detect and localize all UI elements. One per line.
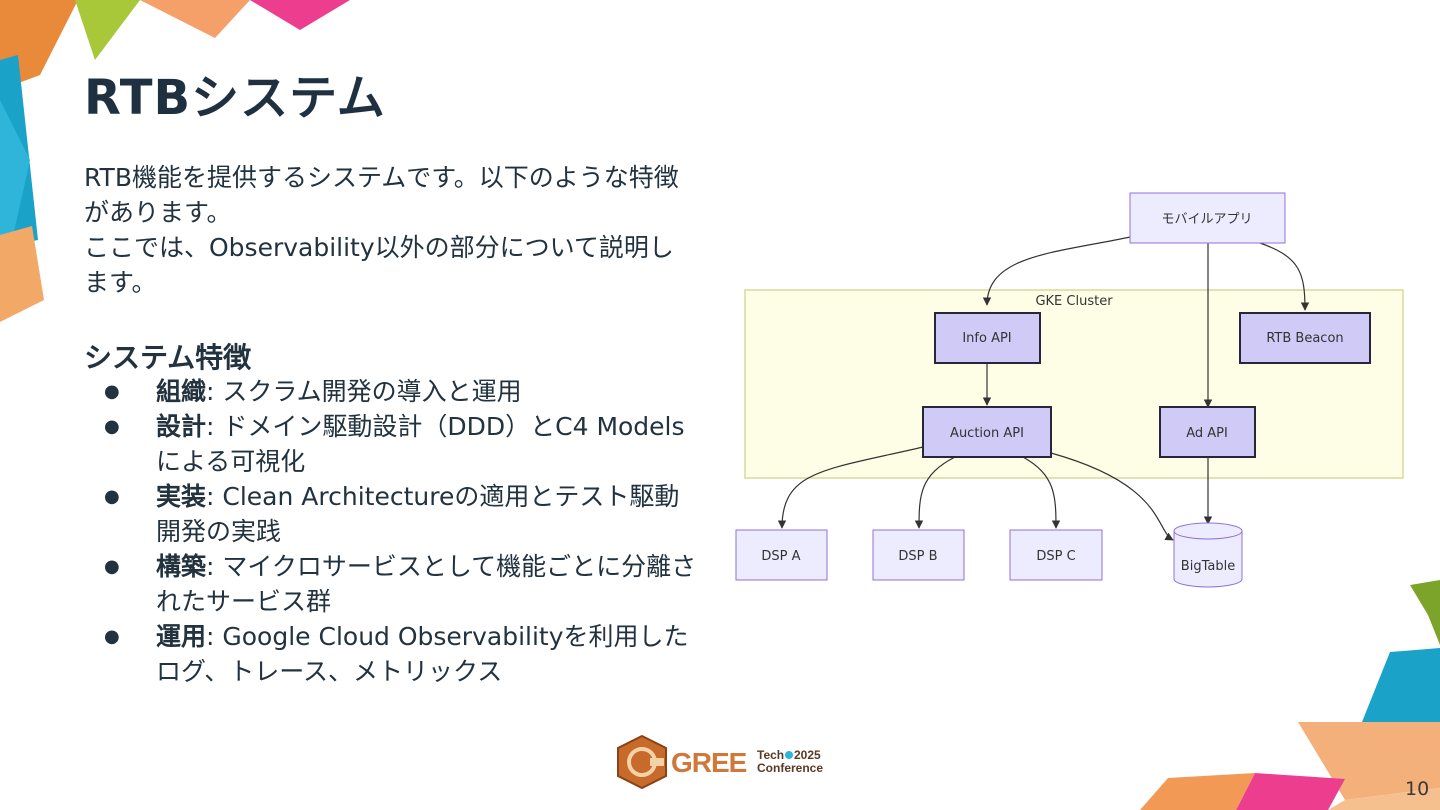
node-label: DSP B bbox=[898, 549, 937, 564]
cluster-label: GKE Cluster bbox=[1035, 294, 1113, 309]
feature-item: ● 運用: Google Cloud Observabilityを利用したログ、ト… bbox=[104, 619, 704, 689]
features-heading: システム特徴 bbox=[84, 341, 252, 374]
feature-desc: : マイクロサービスとして機能ごとに分離されたサービス群 bbox=[156, 552, 697, 616]
logo-conference: Conference bbox=[757, 761, 823, 775]
intro-paragraph: RTB機能を提供するシステムです。以下のような特徴があります。 bbox=[84, 163, 679, 227]
feature-item: ● 実装: Clean Architectureの適用とテスト駆動開発の実践 bbox=[104, 479, 704, 549]
node-label: DSP C bbox=[1036, 549, 1075, 564]
logo-brand: GREE bbox=[671, 747, 747, 778]
feature-term: 組織 bbox=[156, 377, 207, 406]
node-label: Auction API bbox=[950, 426, 1024, 441]
edge-auction-dspc bbox=[1022, 456, 1061, 529]
feature-term: 構築 bbox=[156, 552, 207, 581]
node-dsp-b: DSP B bbox=[872, 529, 965, 581]
gree-tech-conference-logo: GREE Tech 2025 Conference bbox=[617, 734, 823, 790]
node-label: RTB Beacon bbox=[1266, 331, 1343, 346]
feature-term: 運用 bbox=[156, 622, 207, 651]
node-auction-api: Auction API bbox=[922, 406, 1052, 458]
edges bbox=[777, 236, 1310, 541]
slide-title: RTBシステム bbox=[84, 70, 386, 126]
logo-year: 2025 bbox=[794, 748, 821, 762]
node-label: モバイルアプリ bbox=[1161, 212, 1252, 227]
node-dsp-c: DSP C bbox=[1009, 529, 1103, 581]
bullet-icon: ● bbox=[104, 556, 120, 577]
edge-auction-dspa bbox=[777, 446, 924, 529]
bullet-icon: ● bbox=[104, 416, 120, 437]
feature-desc: : Clean Architectureの適用とテスト駆動開発の実践 bbox=[156, 482, 680, 546]
edge-mobile-beacon bbox=[1259, 242, 1310, 311]
node-label: Ad API bbox=[1186, 426, 1228, 441]
node-rtb-beacon: RTB Beacon bbox=[1239, 312, 1371, 364]
node-bigtable: BigTable bbox=[1173, 522, 1243, 588]
node-label: Info API bbox=[962, 331, 1011, 346]
feature-desc: : ドメイン駆動設計（DDD）とC4 Modelsによる可視化 bbox=[156, 412, 685, 476]
feature-term: 実装 bbox=[156, 482, 207, 511]
node-mobile-app: モバイルアプリ bbox=[1129, 192, 1286, 244]
page-number: 10 bbox=[1405, 778, 1430, 800]
edge-auction-dspb bbox=[914, 456, 956, 529]
edge-auction-bigtable bbox=[1050, 452, 1174, 541]
logo-tech: Tech bbox=[757, 748, 784, 762]
edge-mobile-info bbox=[982, 236, 1131, 306]
intro-text: RTB機能を提供するシステムです。以下のような特徴があります。 ここでは、Obs… bbox=[84, 160, 694, 300]
features-list: ● 組織: スクラム開発の導入と運用 ● 設計: ドメイン駆動設計（DDD）とC4 … bbox=[104, 374, 704, 689]
feature-item: ● 設計: ドメイン駆動設計（DDD）とC4 Modelsによる可視化 bbox=[104, 409, 704, 479]
architecture-diagram: GKE Cluster モバイルアプリ Info API RTB Beacon … bbox=[735, 192, 1404, 588]
feature-item: ● 構築: マイクロサービスとして機能ごとに分離されたサービス群 bbox=[104, 549, 704, 619]
bullet-icon: ● bbox=[104, 486, 120, 507]
feature-desc: : スクラム開発の導入と運用 bbox=[206, 377, 522, 406]
feature-term: 設計 bbox=[156, 412, 207, 441]
node-label: DSP A bbox=[761, 549, 800, 564]
feature-desc: : Google Cloud Observabilityを利用したログ、トレース… bbox=[156, 622, 689, 686]
node-dsp-a: DSP A bbox=[735, 529, 828, 581]
node-info-api: Info API bbox=[934, 312, 1041, 364]
bullet-icon: ● bbox=[104, 381, 120, 402]
feature-item: ● 組織: スクラム開発の導入と運用 bbox=[104, 374, 704, 409]
node-label: BigTable bbox=[1181, 559, 1235, 574]
bullet-icon: ● bbox=[104, 626, 120, 647]
node-ad-api: Ad API bbox=[1159, 406, 1256, 458]
intro-paragraph: ここでは、Observability以外の部分について説明します。 bbox=[84, 233, 674, 297]
